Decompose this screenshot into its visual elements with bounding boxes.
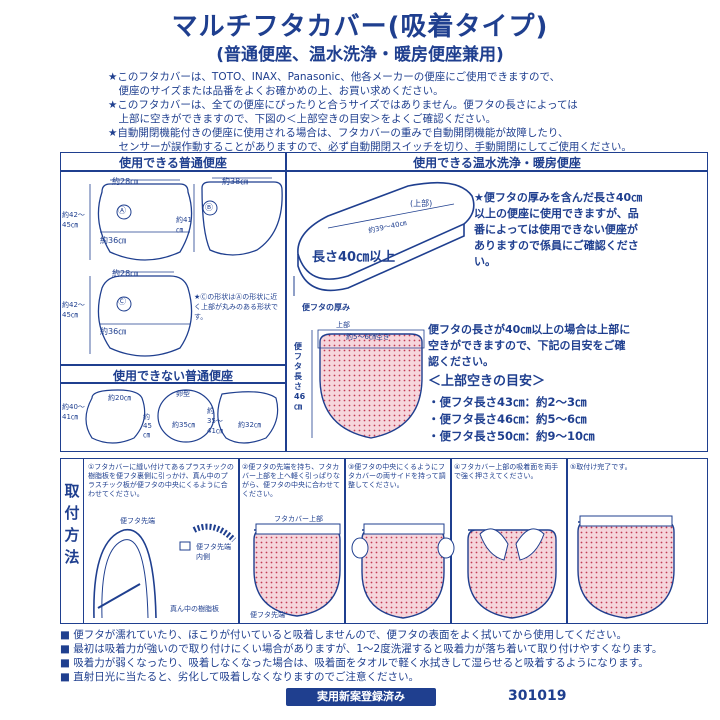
gap-row: ・便フタ長さ50㎝：約9〜10㎝ xyxy=(428,429,595,443)
note-line: ★このフタカバーは、TOTO、INAX、Panasonic、他各メーカーの便座に… xyxy=(108,71,561,83)
gap-gap-label: 約5〜6㎝空き xyxy=(346,333,390,341)
step-1-center-label: 真ん中の樹脂板 xyxy=(170,605,219,613)
seat-c-top: 約28㎝ xyxy=(112,269,139,278)
gap-top-label: 上部 xyxy=(336,321,350,329)
step-1-inside-label: 便フタ先端内側 xyxy=(196,543,231,561)
gap-text: 便フタの長さが40㎝以上の場合は上部に空きができますので、下記の目安をご確認くだ… xyxy=(428,323,631,368)
bottom-notes: ■ 便フタが濡れていたり、ほこりが付いていると吸着しませんので、便フタの表面をよ… xyxy=(60,628,710,684)
step-5-text: ⑤取付け完了です。 xyxy=(570,463,632,471)
unusable-header: 使用できない普通便座 xyxy=(112,369,233,383)
warm-seat-header: 使用できる温水洗浄・暖房便座 xyxy=(413,156,581,170)
bottom-note: ■ 直射日光に当たると、劣化して吸着しなくなりますのでご注意ください。 xyxy=(60,671,420,683)
step-4-text: ④フタカバー上部の吸着面を両手で強く押さえてください。 xyxy=(454,463,559,480)
seat-b-height: 約41㎝ xyxy=(176,216,192,234)
divider xyxy=(285,152,287,282)
divider xyxy=(60,364,286,366)
bottom-note: ■ 最初は吸着力が強いので取り付けにくい場合がありますが、1〜2度洗濯すると吸着… xyxy=(60,643,663,655)
note-line: センサーが誤作動することがありますので、必ず自動開閉スイッチを切り、手動開閉にし… xyxy=(108,141,632,153)
seat-a-top: 約28㎝ xyxy=(112,177,139,186)
warm-thickness-label: 便フタの厚み xyxy=(302,303,350,312)
step-2-cover-top-label: フタカバー上部 xyxy=(274,515,323,523)
divider xyxy=(285,282,287,452)
install-illustrations xyxy=(93,515,675,619)
gap-guide-title: ＜上部空きの目安＞ xyxy=(428,374,546,389)
unusable-1-h: 約40〜41㎝ xyxy=(62,403,85,421)
unusable-2-top: 卵型 xyxy=(176,390,190,398)
step-2-text: ②便フタの先端を持ち、フタカバー上部を上へ軽く引っぱりながら、便フタの中央に合わ… xyxy=(242,463,340,498)
page-title: マルチフタカバー(吸着タイプ) xyxy=(171,12,549,42)
warm-top-label: (上部) xyxy=(410,199,433,208)
seat-c-note: ★Ⓒの形状はⒶの形状に近く上部が丸みのある形状です。 xyxy=(194,293,278,321)
step-1-tip-label: 便フタ先端 xyxy=(120,517,155,525)
bottom-note: ■ 吸着力が弱くなったり、吸着しなくなった場合は、吸着面をタオルで軽く水拭きして… xyxy=(60,657,649,669)
step-3-text: ③便フタの中央にくるようにフタカバーの両サイドを持って調整してください。 xyxy=(348,463,446,489)
diagram-frame xyxy=(60,152,708,452)
install-label-box xyxy=(60,458,84,624)
seat-b-label: Ⓑ xyxy=(205,203,213,212)
seat-c-width: 約36㎝ xyxy=(100,327,127,336)
note-line: 上部に空きができますので、下図の＜上部空きの目安＞をよくご確認ください。 xyxy=(108,113,497,125)
seat-c-height: 約42〜45㎝ xyxy=(62,301,85,319)
step-divider xyxy=(238,458,240,624)
seat-b-top: 約38㎝ xyxy=(222,177,249,186)
step-2-tip-label: 便フタ先端 xyxy=(250,611,285,619)
bottom-note: ■ 便フタが濡れていたり、ほこりが付いていると吸着しませんので、便フタの表面をよ… xyxy=(60,629,628,641)
step-1-text: ①フタカバーに縫い付けてあるプラスチックの樹脂板を便フタ裏側に引っかけ、真ん中の… xyxy=(88,463,234,498)
gap-vertical-label: 便フタ長さ46㎝ xyxy=(294,342,306,411)
normal-seat-header: 使用できる普通便座 xyxy=(119,156,227,170)
warm-seat-diagram xyxy=(293,181,475,296)
divider xyxy=(60,170,708,172)
unusable-3-w: 約32㎝ xyxy=(238,421,261,429)
step-divider xyxy=(344,458,346,624)
gap-diagram xyxy=(311,329,425,439)
unusable-seat-diagram xyxy=(85,389,279,444)
gap-row: ・便フタ長さ46㎝：約5〜6㎝ xyxy=(428,412,587,426)
note-line: 便座のサイズまたは品番をよくお確かめの上、お買い求めください。 xyxy=(108,85,444,97)
note-line: ★このフタカバーは、全ての便座にぴったりと合うサイズではありません。便フタの長さ… xyxy=(108,99,578,111)
normal-seat-diagram xyxy=(89,177,283,357)
seat-a-label: Ⓐ xyxy=(118,206,126,215)
divider xyxy=(60,382,286,384)
patent-badge: 実用新案登録済み xyxy=(286,688,436,706)
seat-a-height: 約42〜45㎝ xyxy=(62,211,85,229)
seat-a-width: 約36㎝ xyxy=(100,236,127,245)
install-label: 取付方法 xyxy=(64,482,80,566)
seat-c-label: Ⓒ xyxy=(118,297,126,306)
notes: ★このフタカバーは、TOTO、INAX、Panasonic、他各メーカーの便座に… xyxy=(108,70,708,154)
warm-note: ★便フタの厚みを含んだ長さ40㎝以上の便座に使用できますが、品番によっては使用で… xyxy=(474,191,643,268)
unusable-1-top: 約20㎝ xyxy=(108,394,131,402)
gap-row: ・便フタ長さ43㎝：約2〜3㎝ xyxy=(428,395,587,409)
product-code: 301019 xyxy=(508,688,567,704)
warm-length-label: 長さ40㎝以上 xyxy=(312,250,396,265)
unusable-2-w: 約35㎝ xyxy=(172,421,195,429)
page-subtitle: (普通便座、温水洗浄・暖房便座兼用) xyxy=(216,45,504,65)
unusable-2-h: 約45㎝ xyxy=(143,413,152,439)
note-line: ★自動開閉機能付きの便座に使用される場合は、フタカバーの重みで自動開閉機能が故障… xyxy=(108,127,569,139)
step-divider xyxy=(566,458,568,624)
unusable-3-h: 約35〜41㎝ xyxy=(207,407,223,435)
